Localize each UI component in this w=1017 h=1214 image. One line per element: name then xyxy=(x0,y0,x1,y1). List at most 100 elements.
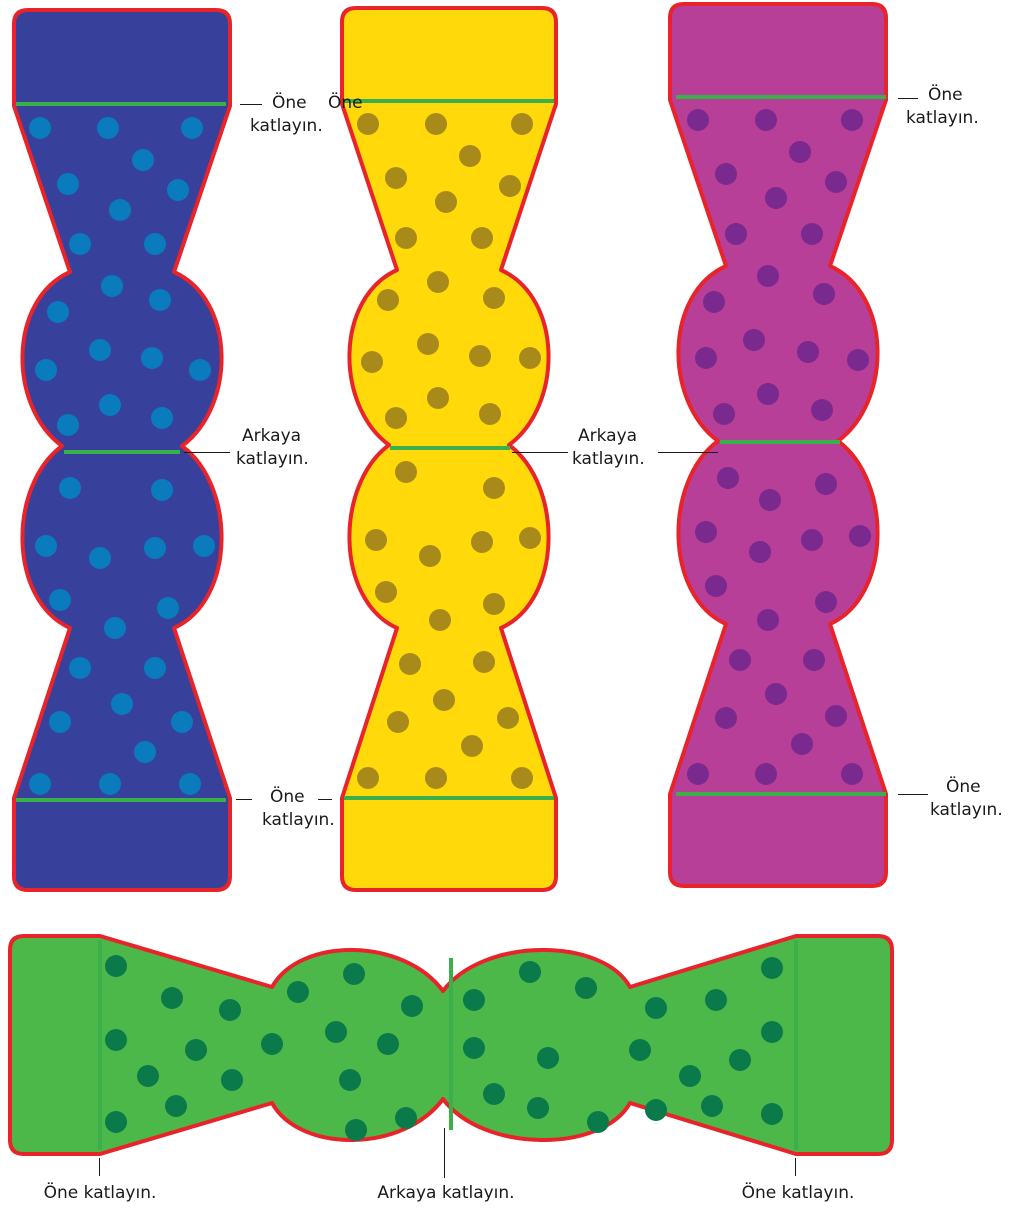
decor-dot xyxy=(463,989,485,1011)
yellow-strip xyxy=(342,8,556,890)
decor-dot xyxy=(757,609,779,631)
decor-dot xyxy=(755,109,777,131)
decor-dot xyxy=(463,1037,485,1059)
decor-dot xyxy=(511,113,533,135)
decor-dot xyxy=(49,711,71,733)
decor-dot xyxy=(729,1049,751,1071)
decor-dot xyxy=(687,109,709,131)
decor-dot xyxy=(497,707,519,729)
decor-dot xyxy=(801,223,823,245)
decor-dot xyxy=(811,399,833,421)
decor-dot xyxy=(575,977,597,999)
decor-dot xyxy=(165,1095,187,1117)
leader-green-right xyxy=(795,1158,796,1176)
leader-purple-middle xyxy=(658,452,718,453)
decor-dot xyxy=(459,145,481,167)
decor-dot xyxy=(105,1029,127,1051)
decor-dot xyxy=(261,1033,283,1055)
decor-dot xyxy=(59,477,81,499)
decor-dot xyxy=(104,617,126,639)
label-purple-bottom-word: Öne xyxy=(946,776,981,798)
decor-dot xyxy=(395,461,417,483)
decor-dot xyxy=(743,329,765,351)
decor-dot xyxy=(361,351,383,373)
decor-dot xyxy=(49,589,71,611)
decor-dot xyxy=(757,383,779,405)
decor-dot xyxy=(377,289,399,311)
decor-dot xyxy=(841,109,863,131)
decor-dot xyxy=(755,763,777,785)
leader-green-middle xyxy=(444,1128,445,1178)
label-yellow-top-word: Öne xyxy=(328,92,363,114)
decor-dot xyxy=(519,527,541,549)
decor-dot xyxy=(57,414,79,436)
leader-green-left xyxy=(99,1158,100,1176)
label-blue-top-verb: katlayın. xyxy=(250,115,323,137)
decor-dot xyxy=(713,403,735,425)
decor-dot xyxy=(425,767,447,789)
decor-dot xyxy=(429,609,451,631)
decor-dot xyxy=(57,173,79,195)
label-purple-bottom-verb: katlayın. xyxy=(930,799,1003,821)
decor-dot xyxy=(167,179,189,201)
decor-dot xyxy=(395,227,417,249)
decor-dot xyxy=(695,347,717,369)
decor-dot xyxy=(701,1095,723,1117)
decor-dot xyxy=(813,283,835,305)
decor-dot xyxy=(825,705,847,727)
decor-dot xyxy=(141,347,163,369)
decor-dot xyxy=(365,529,387,551)
decor-dot xyxy=(761,1021,783,1043)
decor-dot xyxy=(144,657,166,679)
label-blue-middle-word: Arkaya xyxy=(242,425,301,447)
label-purple-top-verb: katlayın. xyxy=(906,107,979,129)
decor-dot xyxy=(803,649,825,671)
decor-dot xyxy=(715,707,737,729)
decor-dot xyxy=(749,541,771,563)
decor-dot xyxy=(427,271,449,293)
label-purple-middle-word: Arkaya xyxy=(578,425,637,447)
decor-dot xyxy=(815,473,837,495)
decor-dot xyxy=(151,479,173,501)
decor-dot xyxy=(847,349,869,371)
decor-dot xyxy=(89,547,111,569)
decor-dot xyxy=(69,657,91,679)
decor-dot xyxy=(801,529,823,551)
decor-dot xyxy=(185,1039,207,1061)
decor-dot xyxy=(375,581,397,603)
decor-dot xyxy=(725,223,747,245)
decor-dot xyxy=(679,1065,701,1087)
decor-dot xyxy=(825,171,847,193)
decor-dot xyxy=(645,1099,667,1121)
label-green-middle: Arkaya katlayın. xyxy=(366,1182,526,1204)
decor-dot xyxy=(717,467,739,489)
decor-dot xyxy=(35,535,57,557)
decor-dot xyxy=(797,341,819,363)
decor-dot xyxy=(629,1039,651,1061)
decor-dot xyxy=(99,773,121,795)
decor-dot xyxy=(105,1111,127,1133)
decor-dot xyxy=(527,1097,549,1119)
decor-dot xyxy=(417,333,439,355)
decor-dot xyxy=(69,233,91,255)
decor-dot xyxy=(29,773,51,795)
decor-dot xyxy=(687,763,709,785)
decor-dot xyxy=(132,149,154,171)
decor-dot xyxy=(357,113,379,135)
decor-dot xyxy=(221,1069,243,1091)
decor-dot xyxy=(35,359,57,381)
label-blue-bottom-verb: katlayın. xyxy=(262,809,335,831)
decor-dot xyxy=(287,981,309,1003)
decor-dot xyxy=(483,1083,505,1105)
decor-dot xyxy=(161,987,183,1009)
decor-dot xyxy=(137,1065,159,1087)
decor-dot xyxy=(761,1103,783,1125)
decor-dot xyxy=(357,767,379,789)
decor-dot xyxy=(815,591,837,613)
decor-dot xyxy=(399,653,421,675)
decor-dot xyxy=(645,997,667,1019)
decor-dot xyxy=(109,199,131,221)
decor-dot xyxy=(99,394,121,416)
decor-dot xyxy=(144,537,166,559)
